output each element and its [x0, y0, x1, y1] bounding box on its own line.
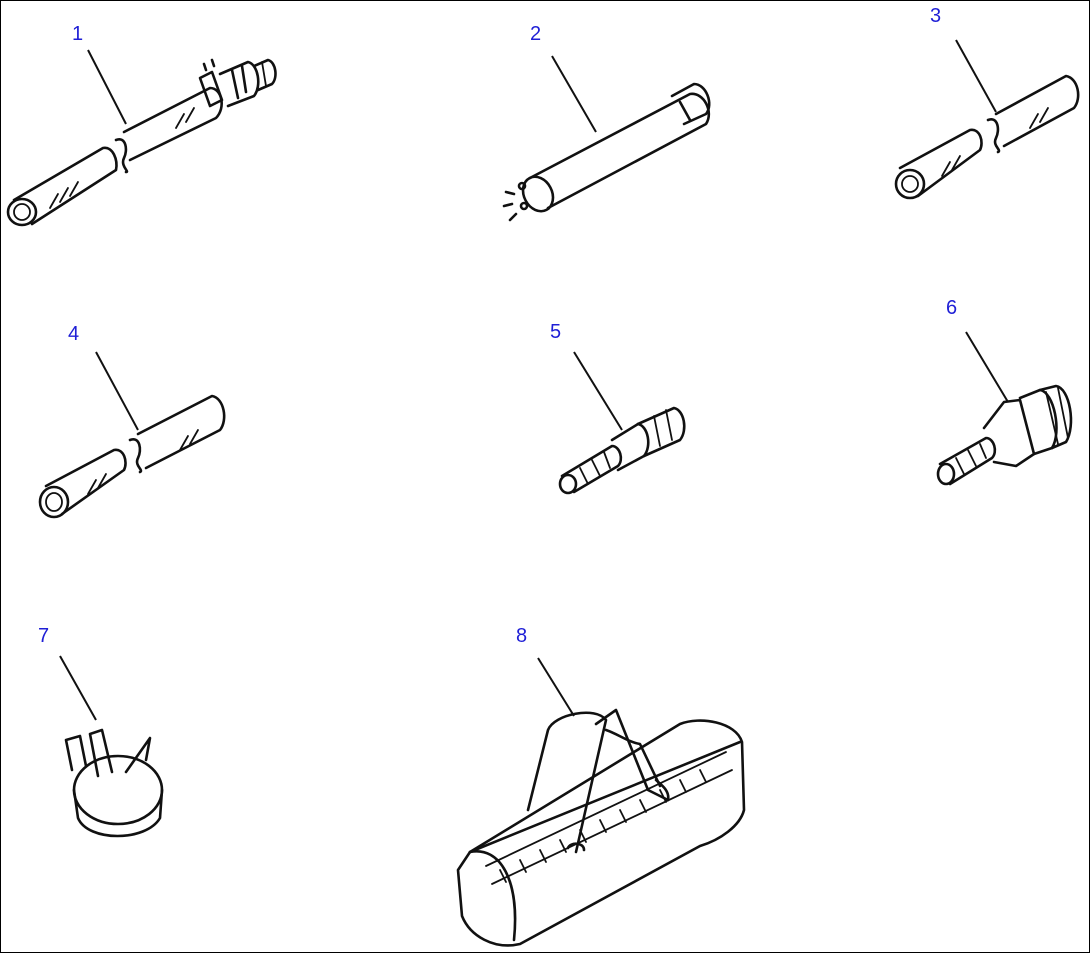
hose-with-fitting-icon [6, 58, 277, 227]
callout-7: 7 [38, 625, 49, 647]
part-7: 7 [38, 625, 164, 838]
callout-6: 6 [946, 297, 957, 319]
short-hose-icon [894, 74, 1080, 200]
callout-5: 5 [550, 321, 561, 343]
callout-1: 1 [72, 23, 83, 45]
callout-3: 3 [930, 5, 941, 27]
cylinder-tube-icon [502, 82, 711, 222]
part-4: 4 [38, 323, 226, 519]
part-8: 8 [456, 625, 746, 947]
hose-icon [38, 394, 226, 519]
callout-8: 8 [516, 625, 527, 647]
part-1: 1 [6, 23, 277, 227]
barbed-adapter-icon [558, 406, 686, 495]
tool-bag-icon [456, 708, 746, 947]
part-2: 2 [502, 23, 711, 222]
callout-2: 2 [530, 23, 541, 45]
callout-4: 4 [68, 323, 79, 345]
part-5: 5 [550, 321, 686, 495]
hose-clamp-icon [64, 728, 164, 838]
part-6: 6 [936, 297, 1073, 486]
quick-coupler-icon [936, 384, 1073, 486]
part-3: 3 [894, 5, 1080, 200]
